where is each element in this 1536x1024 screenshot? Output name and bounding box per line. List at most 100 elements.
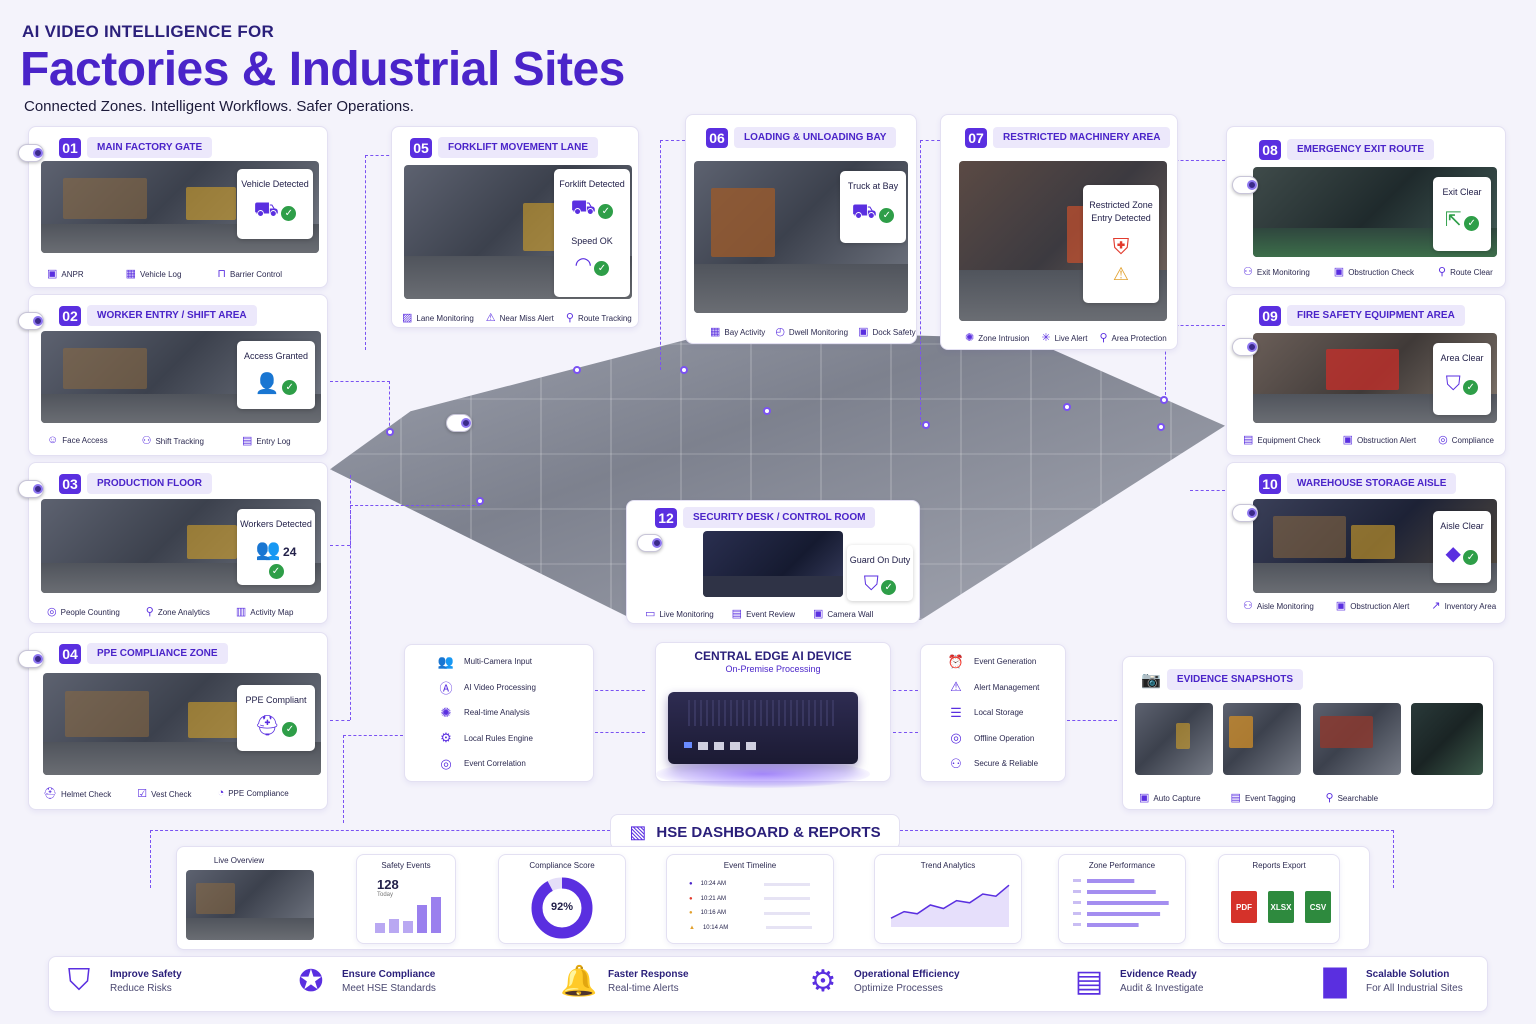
bar-chart-icon: ▇ <box>1323 965 1347 998</box>
evidence-thumb[interactable] <box>1135 703 1213 775</box>
connector <box>330 545 350 546</box>
camera-feed[interactable]: Workers Detected👥 24✓ <box>41 499 321 593</box>
page-subtitle: Connected Zones. Intelligent Workflows. … <box>24 98 414 115</box>
compliance-donut <box>531 877 593 939</box>
zone-number: 12 <box>655 507 677 528</box>
ai-icon: Ⓐ <box>439 680 453 696</box>
check-icon: ✓ <box>1463 380 1479 395</box>
trend-area <box>891 885 1009 927</box>
compliance-widget[interactable]: Compliance Score 92% <box>498 854 626 944</box>
xlsx-export-button[interactable]: XLSX <box>1268 891 1294 923</box>
review-icon: ▤ <box>731 608 743 620</box>
camera-feed[interactable]: Vehicle Detected⛟ ✓ <box>41 161 319 253</box>
check-icon: ✓ <box>881 580 897 595</box>
check-icon: ✓ <box>598 204 614 219</box>
connector <box>1190 490 1225 491</box>
evidence-title: EVIDENCE SNAPSHOTS <box>1166 669 1304 690</box>
status-overlay: Exit Clear⇱ ✓ <box>1433 177 1491 251</box>
camera-feed[interactable]: Area Clear⛉ ✓ <box>1253 333 1497 423</box>
zone-number: 06 <box>706 127 728 148</box>
helmet-check-icon: ⛑ <box>43 788 57 800</box>
camera-feed[interactable]: PPE Compliant⛑ ✓ <box>43 673 321 775</box>
csv-export-button[interactable]: CSV <box>1305 891 1331 923</box>
evidence-thumb[interactable] <box>1411 703 1483 775</box>
zone-performance-chart <box>1073 879 1169 927</box>
connector <box>350 505 480 720</box>
status-overlay: PPE Compliant⛑ ✓ <box>237 685 315 751</box>
rules-icon: ⚙ <box>440 730 452 746</box>
status-overlay: Area Clear⛉ ✓ <box>1433 343 1491 415</box>
connector <box>660 140 685 370</box>
camera-feed[interactable]: Access Granted👤 ✓ <box>41 331 321 423</box>
camera-feed[interactable]: Aisle Clear◆ ✓ <box>1253 499 1497 593</box>
status-overlay: Workers Detected👥 24✓ <box>237 509 315 585</box>
evidence-thumb[interactable] <box>1313 703 1401 775</box>
zone-number: 05 <box>410 137 432 158</box>
zone-card-05[interactable]: 05 FORKLIFT MOVEMENT LANE Forklift Detect… <box>391 126 639 328</box>
live-overview-thumb[interactable] <box>186 870 314 940</box>
device-title: CENTRAL EDGE AI DEVICE <box>694 649 852 663</box>
camera-icon <box>442 410 472 438</box>
route-icon: ⚲ <box>1438 266 1447 278</box>
dashboard-icon: ▧ <box>629 821 647 842</box>
feature-list: ▨Lane Monitoring⚠Near Miss Alert⚲Route T… <box>402 312 632 324</box>
live-alert-icon: ✳ <box>1041 332 1051 344</box>
camera-icon: 📷 <box>1141 671 1161 689</box>
reports-widget[interactable]: Reports Export PDF XLSX CSV <box>1218 854 1340 944</box>
status-overlay: Aisle Clear◆ ✓ <box>1433 511 1491 583</box>
dashboard-title-bar: ▧ HSE DASHBOARD & REPORTS <box>610 814 900 850</box>
zone-number: 10 <box>1259 473 1281 494</box>
safety-bar <box>417 905 427 933</box>
zone-performance-widget[interactable]: Zone Performance <box>1058 854 1186 944</box>
zone-bar-label <box>1073 890 1081 893</box>
zone-name: FORKLIFT MOVEMENT LANE <box>438 137 598 158</box>
output-list-card: ⏰Event Generation ⚠Alert Management ☰Loc… <box>920 644 1066 782</box>
compliance-value: 92% <box>550 901 574 913</box>
evidence-card: 📷EVIDENCE SNAPSHOTS ▣Auto Capture▤Event … <box>1122 656 1494 810</box>
feature-list: ⛑Helmet Check☑Vest Check◔PPE Compliance <box>43 787 289 800</box>
alert-icon: ⚠ <box>950 679 962 695</box>
exit-monitor-icon: ⚇ <box>1243 266 1253 278</box>
activity-map-icon: ▥ <box>235 606 247 618</box>
edge-device-illustration <box>656 690 870 788</box>
exit-icon: ⇱ <box>1444 209 1462 231</box>
check-icon: ✓ <box>594 261 610 276</box>
trend-widget[interactable]: Trend Analytics <box>874 854 1022 944</box>
timeline-widget[interactable]: Event Timeline ●10:24 AM ●10:21 AM ●10:1… <box>666 854 834 944</box>
kicker: AI VIDEO INTELLIGENCE FOR <box>22 22 275 41</box>
evidence-thumb[interactable] <box>1223 703 1301 775</box>
pdf-export-button[interactable]: PDF <box>1231 891 1257 923</box>
face-icon: ☺ <box>47 434 59 446</box>
connector-node <box>573 366 581 374</box>
zone-bar-label <box>1073 901 1081 904</box>
connector <box>330 381 390 431</box>
safety-bar <box>375 923 385 933</box>
shield-alert-icon: ⛨ <box>1112 234 1130 260</box>
tag-icon: ▤ <box>1230 792 1241 804</box>
speedometer-icon: ◠ <box>574 254 592 276</box>
connector <box>893 732 918 733</box>
camera-feed[interactable]: Restricted Zone Entry Detected⛨⚠ <box>959 161 1167 321</box>
camera-feed[interactable] <box>703 531 843 597</box>
status-overlay: Guard On Duty⛉ ✓ <box>847 545 913 601</box>
connector-node <box>1157 423 1165 431</box>
camera-feed[interactable]: Truck at Bay⛟ ✓ <box>694 161 908 313</box>
safety-events-widget[interactable]: Safety Events 128 Today <box>356 854 456 944</box>
shield-icon: ⛉ <box>67 964 91 997</box>
compliance-icon: ◎ <box>1438 434 1448 446</box>
connector <box>150 830 610 888</box>
camera-feed[interactable]: Forklift Detected⛟ ✓Speed OK◠ ✓ <box>404 165 632 299</box>
camera-feed[interactable]: Exit Clear⇱ ✓ <box>1253 167 1497 257</box>
bay-icon: ▦ <box>710 326 721 338</box>
